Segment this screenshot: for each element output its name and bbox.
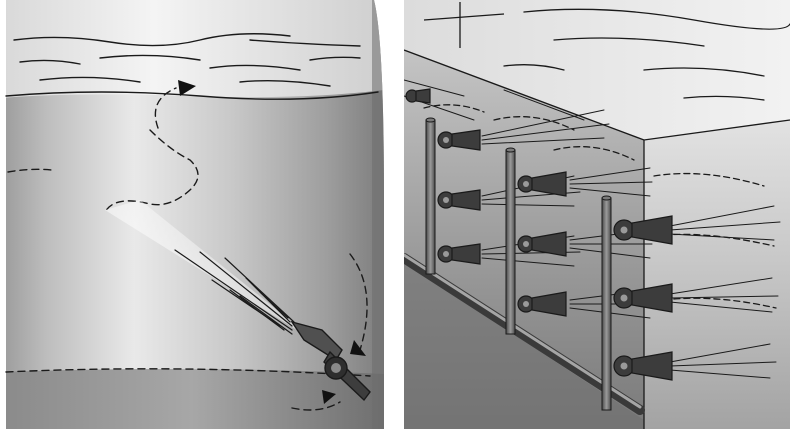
nozzle: [517, 171, 567, 197]
manifold-pipe: [404, 253, 645, 415]
flow-arrows: [178, 80, 366, 404]
header-pipe-2: [505, 149, 516, 335]
spray-streak-lines: [174, 249, 295, 335]
header-pipes: [425, 117, 612, 411]
tank-panel-single-nozzle: [0, 0, 384, 429]
tank-front-wall: [644, 120, 790, 429]
nozzles: [405, 88, 673, 381]
tank-panel-nozzle-array: [404, 0, 790, 429]
nozzle: [613, 351, 673, 381]
tank-rim: [372, 0, 384, 429]
nozzle: [517, 291, 567, 317]
surface-wave-lines: [423, 8, 790, 309]
tank-floor: [404, 262, 644, 429]
header-pipe-1: [425, 119, 436, 275]
nozzle: [437, 189, 481, 211]
nozzle: [613, 215, 673, 245]
header-pipe-3: [601, 197, 612, 411]
flow-arrow-surface: [178, 80, 196, 96]
nozzle: [613, 283, 673, 313]
flow-arrow-bottom: [322, 390, 336, 404]
tank-nozzle-array-drawing: [404, 0, 790, 429]
nozzle-hub-highlights: [443, 137, 628, 370]
manifold-pipe-highlight: [404, 253, 642, 409]
circulation-flow-lines: [5, 87, 371, 411]
spray-cone: [105, 200, 300, 332]
nozzle: [405, 88, 431, 104]
nozzle: [517, 231, 567, 257]
eductor-nozzle: [290, 320, 371, 402]
surface-wave-lines: [5, 33, 379, 100]
tank-single-nozzle-drawing: [5, 0, 384, 429]
tank-edges: [404, 2, 790, 429]
tank-floor: [6, 368, 384, 429]
flow-arrow-right: [350, 340, 366, 356]
liquid-surface: [6, 0, 384, 98]
